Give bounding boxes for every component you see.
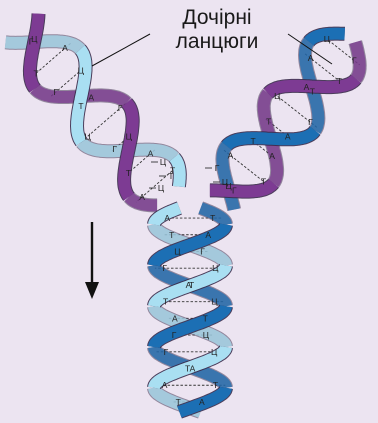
right-arm-base-letter: Г (232, 185, 237, 195)
right-arm-base-letter: А (269, 151, 275, 161)
left-arm-base-letter: Ц (126, 132, 133, 142)
trunk-base-letter: А (190, 364, 196, 374)
trunk-base-letter: Ц (212, 263, 219, 273)
left-arm-base-letter: Т (33, 68, 38, 78)
right-arm-base-letter: Ц (324, 34, 331, 44)
trunk-base-letter: Т (203, 313, 208, 323)
trunk-base-letter: Т (163, 297, 168, 307)
trunk-base-letter: А (186, 280, 192, 290)
fork-base-letter: Ц (158, 183, 165, 193)
left-arm-base-letter: А (88, 92, 94, 102)
fork-base-letter: Т (168, 171, 173, 181)
trunk-base-letter: А (172, 313, 178, 323)
left-arm-base-letter: Ц (78, 65, 85, 75)
left-arm-base-letter: А (148, 149, 154, 159)
trunk-base-letter: Т (176, 397, 181, 407)
trunk-base-letter: Ц (211, 297, 218, 307)
left-arm-base-letter: Т (126, 168, 131, 178)
right-arm-base-letter: Т (337, 76, 342, 86)
right-arm-base-letter: Г (352, 56, 357, 66)
trunk-base-letter: Ц (174, 246, 181, 256)
trunk-base-letter: Т (210, 213, 215, 223)
fork-base-letter: Ц (160, 157, 167, 167)
trunk-base-letter: Т (169, 230, 174, 240)
trunk-base-letter: Г (200, 246, 205, 256)
left-arm-base-letter: А (139, 192, 145, 202)
right-arm-base-letter: Т (310, 87, 315, 97)
right-arm-base-letter: Ц (274, 91, 281, 101)
right-arm-base-letter: А (308, 53, 314, 63)
left-arm-base-letter: Г (118, 103, 123, 113)
left-arm-base-letter: Т (78, 101, 83, 111)
fork-base-letter: Г (215, 163, 220, 173)
label-line-2: ланцюги (142, 30, 292, 54)
right-arm-base-letter: Т (250, 136, 255, 146)
trunk-base-letter: А (199, 397, 205, 407)
trunk-base-letter: Г (162, 263, 167, 273)
left-arm-base-letter: Г (112, 144, 117, 154)
trunk-base-letter: Ц (203, 330, 210, 340)
label-line-1: Дочірні (142, 6, 292, 30)
trunk-base-letter: Г (164, 347, 169, 357)
right-arm-base-letter: Т (261, 176, 266, 186)
trunk-base-letter: А (162, 380, 168, 390)
left-arm-base-letter: А (62, 43, 68, 53)
trunk-base-letter: А (164, 213, 170, 223)
right-arm-base-letter: А (285, 131, 291, 141)
right-arm-base-letter: Г (308, 117, 313, 127)
right-arm-base-letter: Т (266, 116, 271, 126)
direction-arrow-down-icon (85, 222, 99, 299)
fork-base-letter: Ц (222, 177, 229, 187)
trunk-base-letter: А (205, 230, 211, 240)
left-arm-base-letter: Ц (84, 131, 91, 141)
trunk-base-letter: Т (213, 380, 218, 390)
right-arm-base-letter: А (304, 82, 310, 92)
trunk-base-letter: Г (172, 330, 177, 340)
right-arm-base-letter: А (228, 150, 234, 160)
left-arm-base-letter: Ц (31, 34, 38, 44)
daughter-strands-label: Дочірні ланцюги (142, 6, 292, 54)
trunk-base-letter: Ц (211, 347, 218, 357)
left-arm-base-letter: Г (54, 87, 59, 97)
left-arm-strand (124, 103, 133, 197)
left-arm-strand (77, 49, 86, 142)
